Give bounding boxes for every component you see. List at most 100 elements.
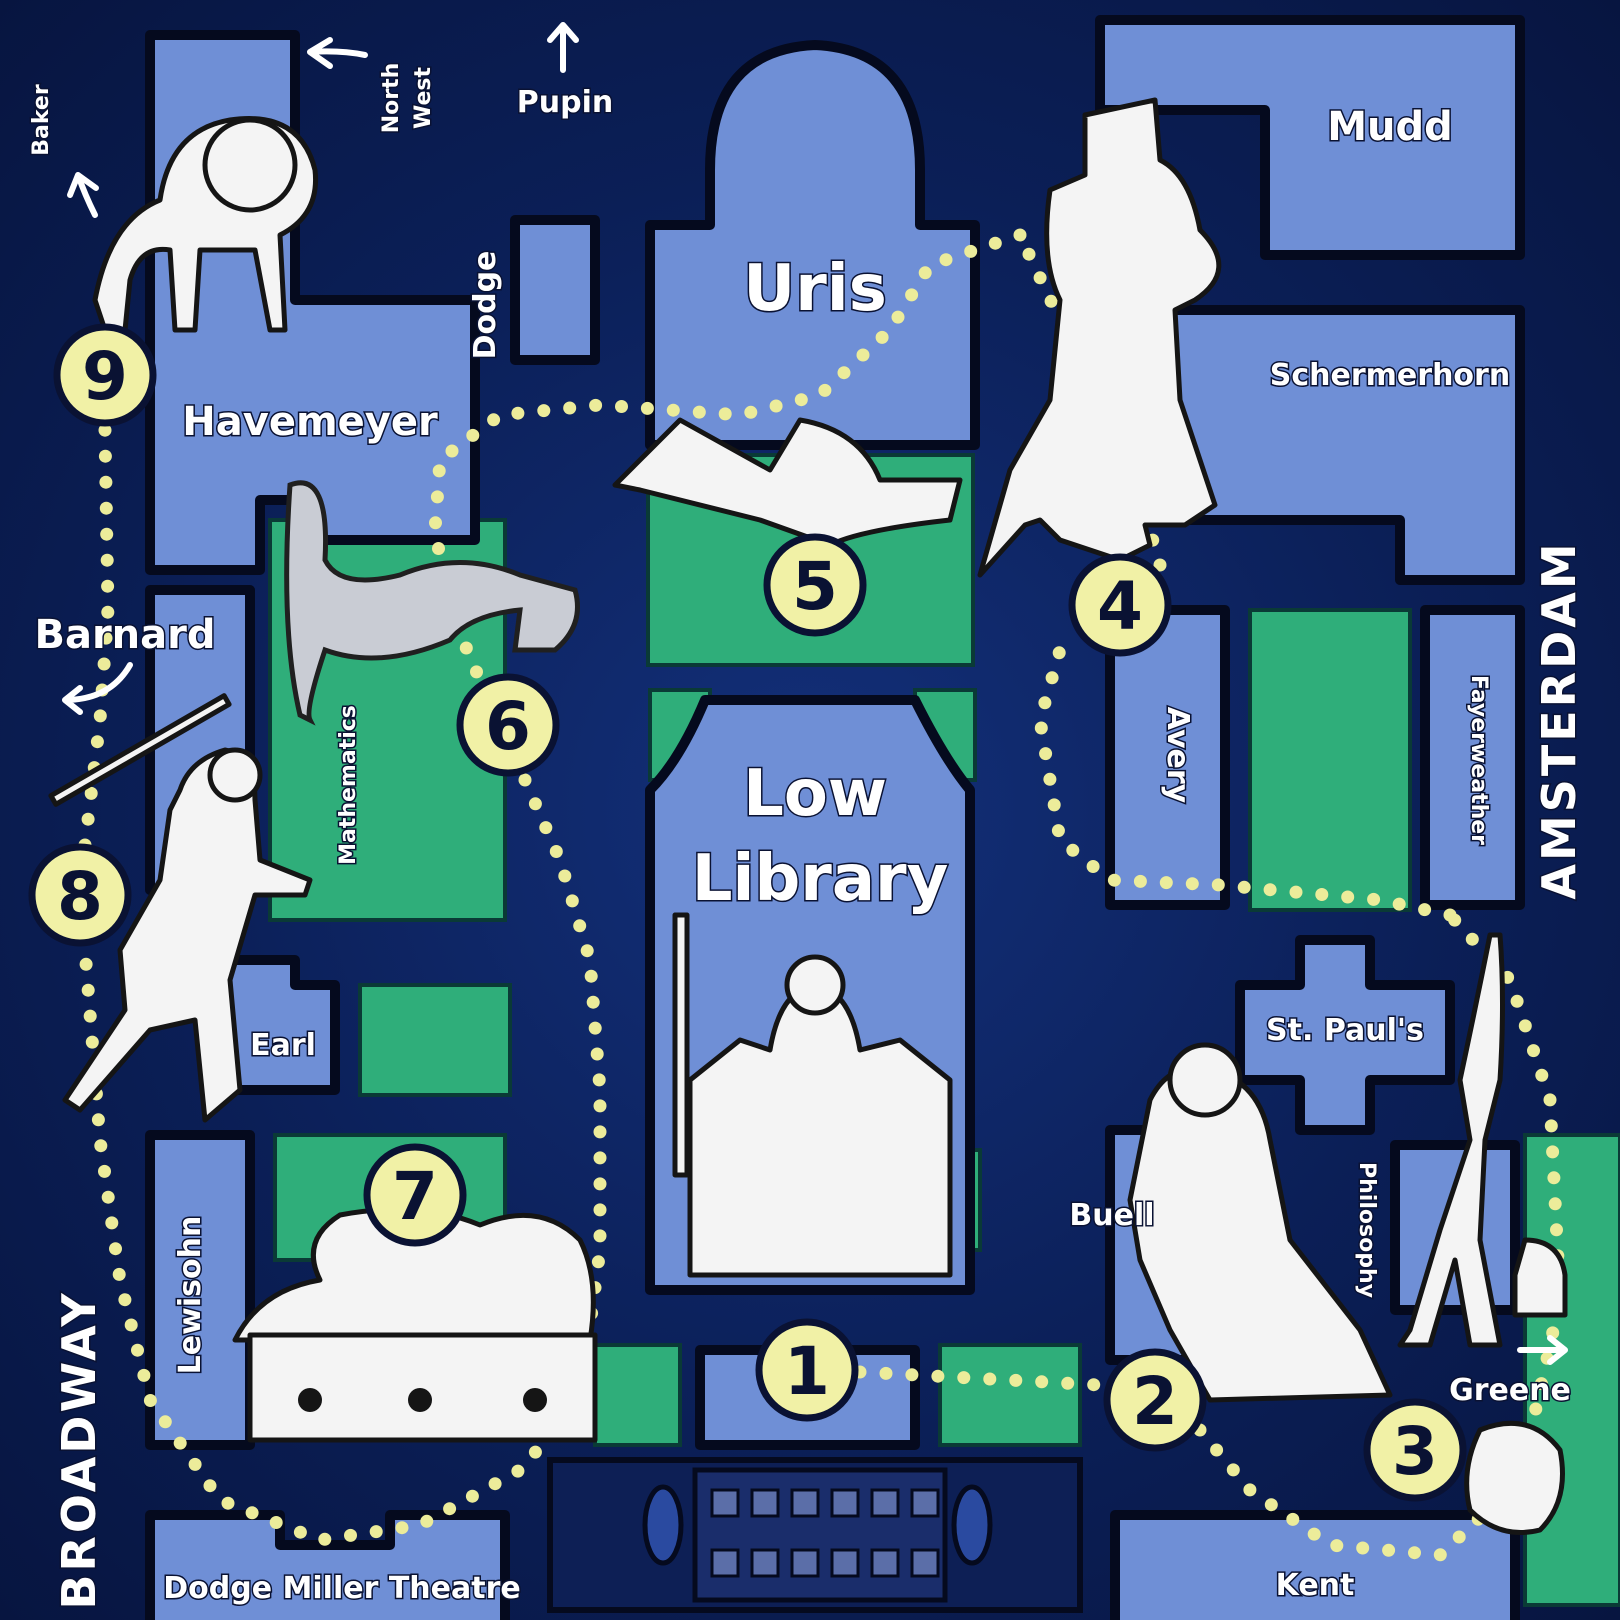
path-dot — [90, 735, 104, 749]
path-dot — [1153, 558, 1167, 572]
path-dot — [1546, 1145, 1560, 1159]
path-dot — [537, 404, 551, 418]
label-baker: Baker — [29, 84, 54, 156]
path-dot — [1107, 873, 1121, 887]
path-dot — [101, 1190, 115, 1204]
path-dot — [81, 983, 95, 997]
path-dot — [470, 665, 483, 679]
path-dot — [188, 1457, 202, 1471]
tour-stop-number: 5 — [792, 548, 838, 625]
path-dot — [1408, 1546, 1421, 1560]
arrow-north-west-icon — [307, 37, 368, 69]
path-dot — [1052, 646, 1066, 660]
path-dot — [875, 330, 889, 344]
path-dot — [615, 400, 628, 413]
path-dot — [85, 1035, 99, 1049]
lawn-steps-w — [593, 1343, 682, 1447]
label-kent: Kent — [1276, 1568, 1355, 1603]
path-dot — [988, 236, 1002, 250]
label-low-line2: Library — [692, 842, 949, 916]
path-dot — [891, 310, 905, 324]
path-dot — [430, 490, 444, 504]
tour-stop-number: 9 — [82, 338, 128, 415]
label-amsterdam: AMSTERDAM — [1532, 540, 1586, 899]
fountain-east — [951, 1484, 993, 1566]
path-dot — [344, 1528, 357, 1542]
path-dot — [1035, 1375, 1049, 1389]
path-dot — [918, 266, 932, 280]
path-dot — [1237, 880, 1251, 894]
label-st-pauls: St. Paul's — [1266, 1013, 1424, 1048]
path-dot — [98, 449, 112, 463]
path-dot — [459, 641, 473, 655]
tour-stop-5[interactable]: 5 — [763, 533, 867, 637]
path-dot — [591, 1255, 605, 1269]
path-dot — [105, 1216, 119, 1230]
tour-stop-circle — [1103, 1348, 1207, 1452]
path-dot — [592, 1073, 606, 1087]
path-dot — [1418, 903, 1432, 917]
tour-stop-1[interactable]: 1 — [755, 1318, 859, 1422]
arrow-baker-icon — [67, 172, 99, 218]
path-dot — [1356, 1541, 1370, 1555]
path-dot — [318, 1532, 332, 1546]
tour-stop-9[interactable]: 9 — [53, 323, 157, 427]
path-dot — [580, 944, 594, 958]
tour-stop-circle — [1363, 1398, 1467, 1502]
tour-stop-number: 8 — [57, 858, 103, 935]
lawn-earl — [358, 983, 512, 1097]
path-dot — [101, 579, 115, 593]
path-dot — [1066, 843, 1080, 857]
path-dot — [79, 957, 93, 971]
building-lewisohn — [145, 1130, 255, 1450]
tour-stop-8[interactable]: 8 — [28, 843, 132, 947]
path-dot — [593, 1099, 607, 1113]
tour-stop-circle — [28, 843, 132, 947]
label-uris: Uris — [743, 252, 887, 326]
label-mudd: Mudd — [1327, 104, 1453, 150]
arrow-barnard-icon — [62, 662, 133, 715]
label-buell: Buell — [1069, 1198, 1154, 1233]
tour-stop-circle — [53, 323, 157, 427]
tour-stop-number: 3 — [1392, 1413, 1438, 1490]
path-dot — [99, 501, 113, 515]
tour-stop-4[interactable]: 4 — [1068, 553, 1172, 657]
path-dot — [1307, 1527, 1321, 1541]
tour-stop-7[interactable]: 7 — [363, 1143, 467, 1247]
path-dot — [269, 1516, 283, 1529]
path-dot — [1543, 1093, 1557, 1107]
tour-stop-3[interactable]: 3 — [1363, 1398, 1467, 1502]
path-dot — [563, 401, 577, 415]
path-dot — [100, 553, 114, 567]
label-mathematics: Mathematics — [336, 705, 361, 865]
statue-thinker — [1127, 1042, 1393, 1403]
path-dot — [1382, 1543, 1396, 1557]
path-dot — [1330, 1539, 1344, 1553]
arrow-pupin-icon — [547, 22, 579, 73]
tour-stop-2[interactable]: 2 — [1103, 1348, 1207, 1452]
path-dot — [1527, 1044, 1540, 1058]
path-dot — [84, 786, 98, 800]
path-dot — [1210, 1443, 1224, 1457]
tour-stop-circle — [456, 673, 560, 777]
path-dot — [589, 398, 603, 412]
label-avery: Avery — [1160, 707, 1195, 804]
path-dot — [769, 399, 783, 413]
label-low-line1: Low — [743, 757, 887, 831]
tour-stop-circle — [763, 533, 867, 637]
path-dot — [101, 605, 115, 619]
path-dot — [1529, 1402, 1543, 1416]
plaza-tiles — [710, 1488, 940, 1578]
path-dot — [931, 1369, 945, 1383]
label-pupin: Pupin — [517, 85, 613, 120]
tour-stop-6[interactable]: 6 — [456, 673, 560, 777]
path-dot — [549, 845, 563, 858]
tour-stop-number: 1 — [784, 1333, 830, 1410]
path-dot — [1465, 932, 1479, 946]
path-dot — [528, 1445, 542, 1459]
path-dot — [964, 244, 978, 258]
path-dot — [879, 1366, 893, 1380]
path-dot — [856, 348, 870, 362]
path-dot — [1367, 892, 1381, 906]
tour-stop-circle — [363, 1143, 467, 1247]
